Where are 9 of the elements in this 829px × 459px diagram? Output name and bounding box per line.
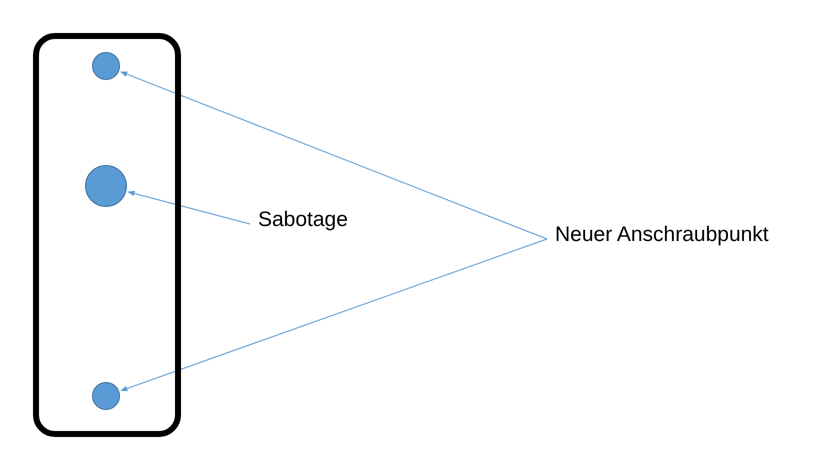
leader-arrow — [120, 71, 548, 240]
screw-hole-circle — [92, 382, 120, 410]
leader-arrow — [120, 238, 548, 392]
callout-label: Neuer Anschraubpunkt — [555, 222, 769, 248]
callout-label: Sabotage — [258, 207, 348, 233]
screw-hole-circle — [85, 165, 127, 207]
rounded-frame — [33, 33, 181, 437]
screw-hole-circle — [92, 52, 120, 80]
leader-arrow — [128, 190, 250, 224]
